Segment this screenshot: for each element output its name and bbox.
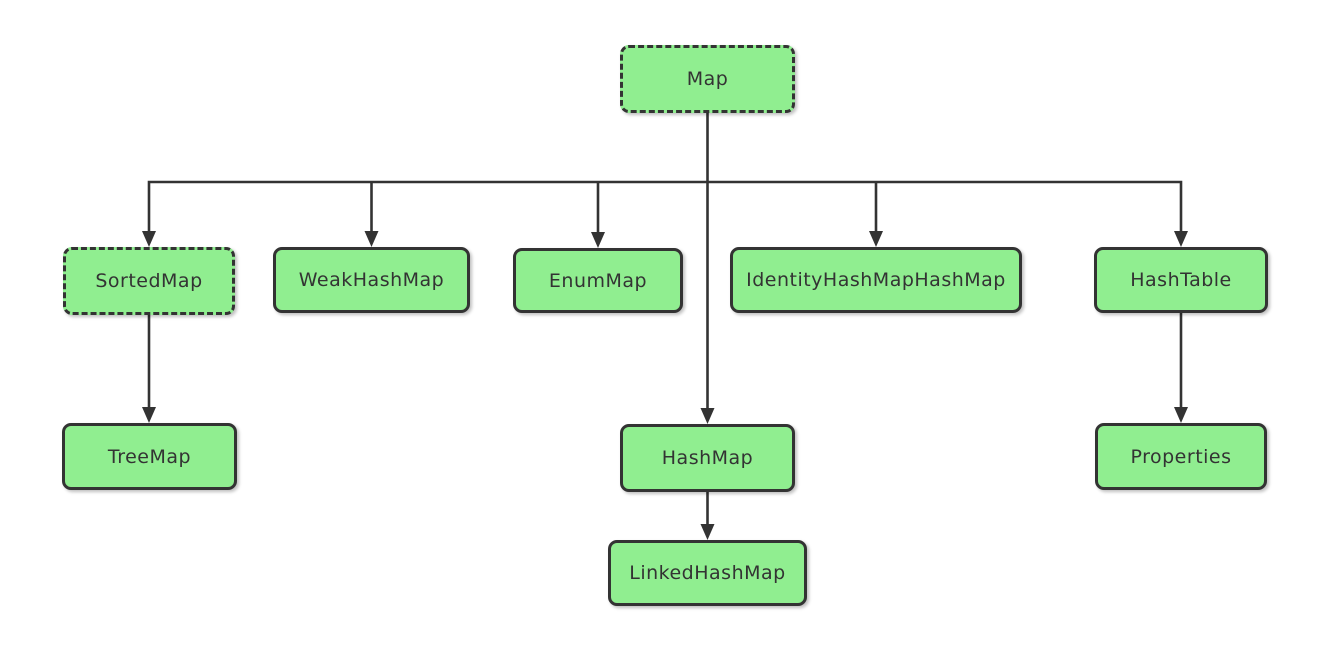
node-sortedmap-label: SortedMap bbox=[95, 270, 203, 292]
node-properties: Properties bbox=[1095, 423, 1267, 490]
node-enummap-label: EnumMap bbox=[548, 269, 648, 292]
node-linkedhashmap: LinkedHashMap bbox=[608, 540, 807, 606]
node-hashmap: HashMap bbox=[620, 424, 795, 492]
edge-map-bus bbox=[147, 180, 1183, 236]
arrowhead-sortedmap bbox=[142, 231, 156, 247]
node-hashmap-label: HashMap bbox=[661, 447, 754, 469]
arrowhead-linkedhashmap bbox=[700, 524, 715, 540]
node-hashtable-label: HashTable bbox=[1130, 269, 1232, 291]
arrowhead-treemap bbox=[142, 407, 156, 423]
node-identityhashmaphashmap: IdentityHashMapHashMap bbox=[730, 247, 1022, 313]
node-weakhashmap-label: WeakHashMap bbox=[298, 269, 445, 291]
arrowhead-hashtable bbox=[1174, 231, 1188, 247]
node-weakhashmap: WeakHashMap bbox=[273, 247, 470, 313]
node-hashtable: HashTable bbox=[1094, 247, 1268, 313]
node-properties-label: Properties bbox=[1130, 445, 1232, 468]
node-enummap: EnumMap bbox=[513, 248, 683, 313]
arrowhead-properties bbox=[1174, 407, 1188, 423]
node-treemap-label: TreeMap bbox=[107, 445, 192, 468]
node-identityhashmaphashmap-label: IdentityHashMapHashMap bbox=[746, 269, 1006, 291]
node-map-label: Map bbox=[686, 68, 729, 90]
arrowhead-weakhashmap bbox=[364, 231, 379, 247]
node-sortedmap: SortedMap bbox=[63, 247, 235, 315]
arrowhead-hashmap bbox=[700, 408, 715, 424]
node-linkedhashmap-label: LinkedHashMap bbox=[629, 562, 786, 584]
node-treemap: TreeMap bbox=[62, 423, 237, 490]
arrowhead-identity bbox=[869, 231, 883, 247]
node-map: Map bbox=[620, 45, 795, 113]
arrowhead-enummap bbox=[591, 232, 605, 248]
